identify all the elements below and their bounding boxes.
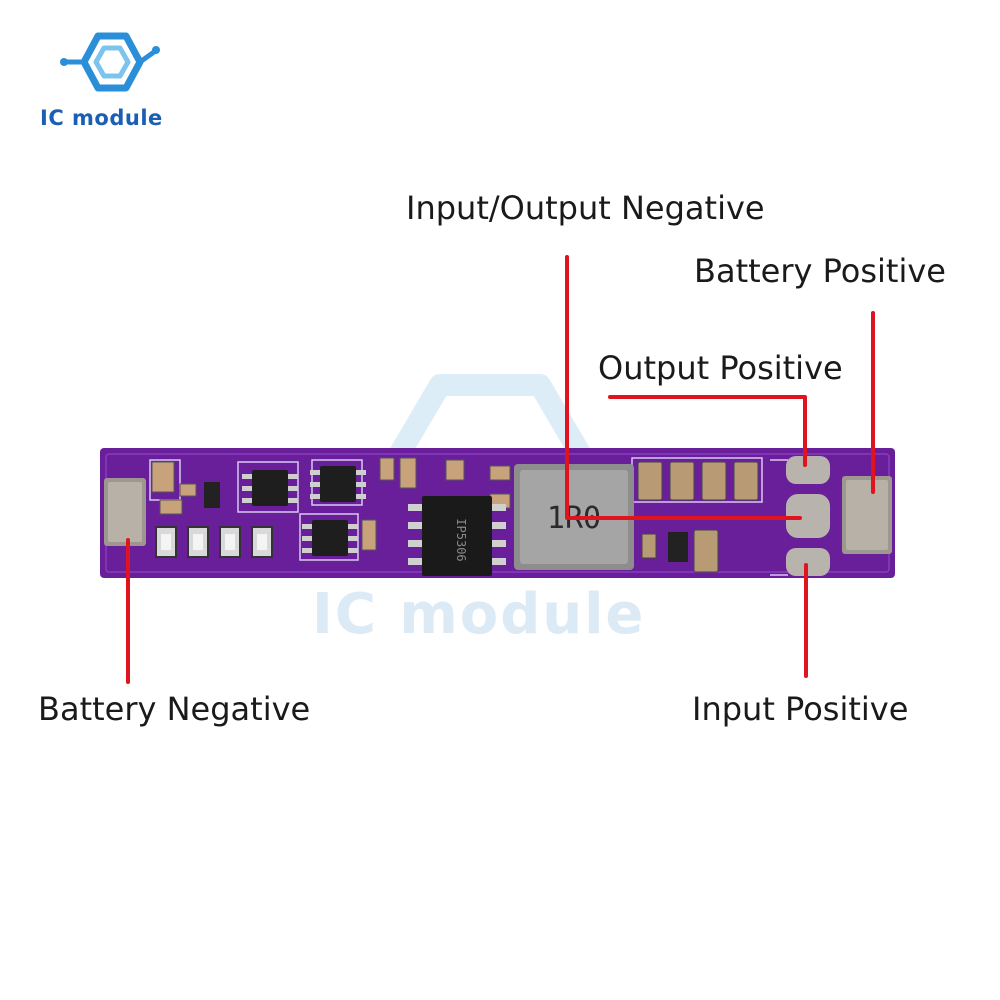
label-battery-negative: Battery Negative [38,690,311,728]
output-pads [786,456,830,576]
brand-logo-text: IC module [40,106,163,130]
watermark-text: IC module [312,582,646,647]
led-indicators [155,526,273,558]
label-output-positive: Output Positive [598,349,843,387]
ic-marking: IP5306 [454,518,468,561]
hexagon-circuit-icon [60,32,160,92]
label-io-negative: Input/Output Negative [406,189,765,227]
leader-lines [126,255,875,684]
input-positive-pad [786,548,830,576]
output-positive-pad [786,456,830,484]
main-ic: IP5306 [408,496,506,576]
small-chips [242,466,366,556]
label-battery-positive: Battery Positive [694,252,946,290]
brand-logo [36,30,176,140]
label-input-positive: Input Positive [692,690,909,728]
io-negative-pad [786,494,830,538]
